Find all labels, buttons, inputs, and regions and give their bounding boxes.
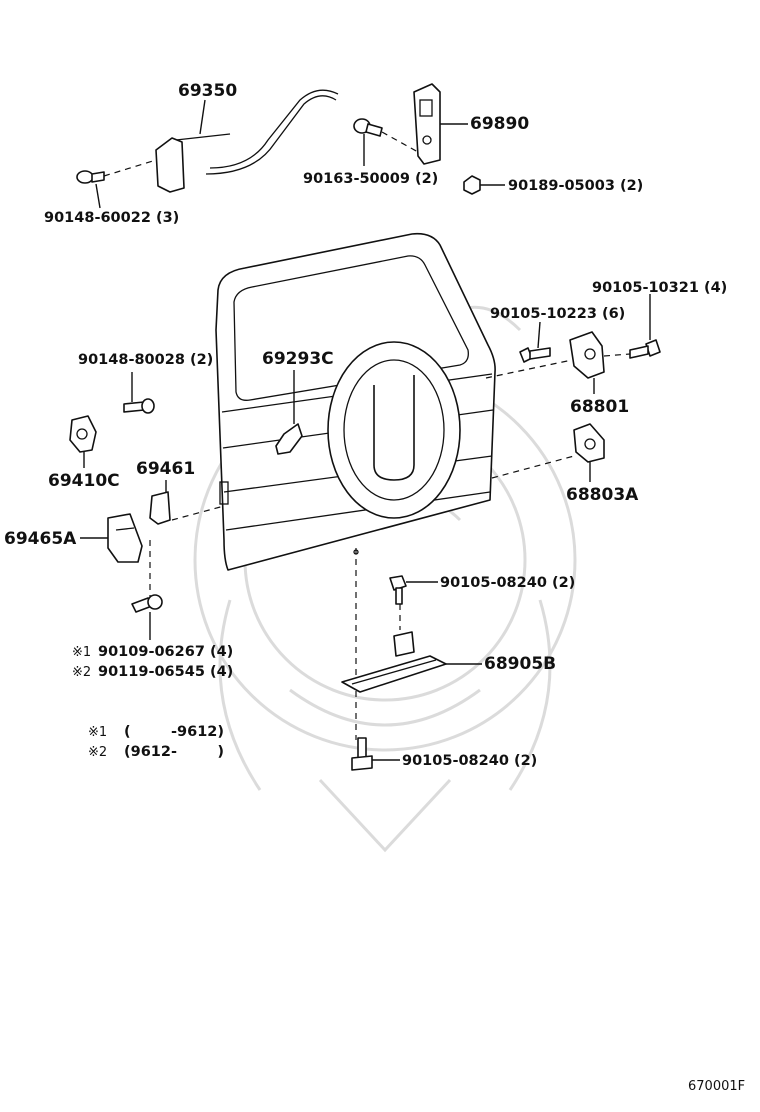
label-69890: 69890 xyxy=(470,114,529,134)
mark-1: ※1 xyxy=(72,645,91,660)
label-69350: 69350 xyxy=(178,81,237,101)
label-68905b: 68905B xyxy=(484,654,556,674)
label-90163-50009: 90163-50009 (2) xyxy=(303,171,438,187)
plate-69465a xyxy=(80,513,151,600)
screw-90148-60022 xyxy=(76,159,157,209)
note-1-range: ( -9612) xyxy=(124,724,224,740)
label-68801: 68801 xyxy=(570,397,629,417)
note-2-mark: ※2 xyxy=(88,745,107,760)
label-90105-08240-bottom: 90105-08240 (2) xyxy=(402,753,537,769)
note-1-mark: ※1 xyxy=(88,725,107,740)
bolt-90105-10321 xyxy=(603,294,661,359)
label-90119-06545: 90119-06545 (4) xyxy=(98,664,233,680)
label-90105-10321: 90105-10321 (4) xyxy=(592,280,727,296)
rod-69293c xyxy=(275,370,303,455)
bracket-69461 xyxy=(149,480,225,525)
label-90148-80028: 90148-80028 (2) xyxy=(78,352,213,368)
dash-hinge-top xyxy=(485,359,573,379)
label-90105-10223: 90105-10223 (6) xyxy=(490,306,625,322)
mark-2: ※2 xyxy=(72,665,91,680)
label-90109-06267: 90109-06267 (4) xyxy=(98,644,233,660)
back-door-panel xyxy=(215,232,496,571)
label-69461: 69461 xyxy=(136,459,195,479)
nut-90189-05003 xyxy=(463,175,505,195)
label-68803a: 68803A xyxy=(566,485,639,505)
label-90148-60022: 90148-60022 (3) xyxy=(44,210,179,226)
striker-69410c xyxy=(69,415,97,468)
bracket-68905b xyxy=(341,631,482,693)
diagram-code: 670001F xyxy=(688,1079,745,1094)
bolt-90105-08240-top xyxy=(389,575,438,630)
screw-90163-50009 xyxy=(353,118,419,166)
label-90189-05003: 90189-05003 (2) xyxy=(508,178,643,194)
dash-hinge-bottom xyxy=(491,455,575,479)
note-2-range: (9612- ) xyxy=(124,744,224,760)
screw-90148-80028 xyxy=(123,372,155,414)
hinge-68803a xyxy=(573,423,605,482)
label-69293c: 69293C xyxy=(262,349,334,369)
bolt-90105-10223 xyxy=(519,321,551,363)
latch-69890 xyxy=(413,83,468,165)
hinge-68801 xyxy=(569,331,605,394)
label-69410c: 69410C xyxy=(48,471,120,491)
screw-90109-90119 xyxy=(131,594,163,640)
bolt-90105-08240-bottom xyxy=(351,737,400,771)
label-69465a: 69465A xyxy=(4,529,77,549)
cable-69350 xyxy=(155,89,339,193)
label-90105-08240-top: 90105-08240 (2) xyxy=(440,575,575,591)
